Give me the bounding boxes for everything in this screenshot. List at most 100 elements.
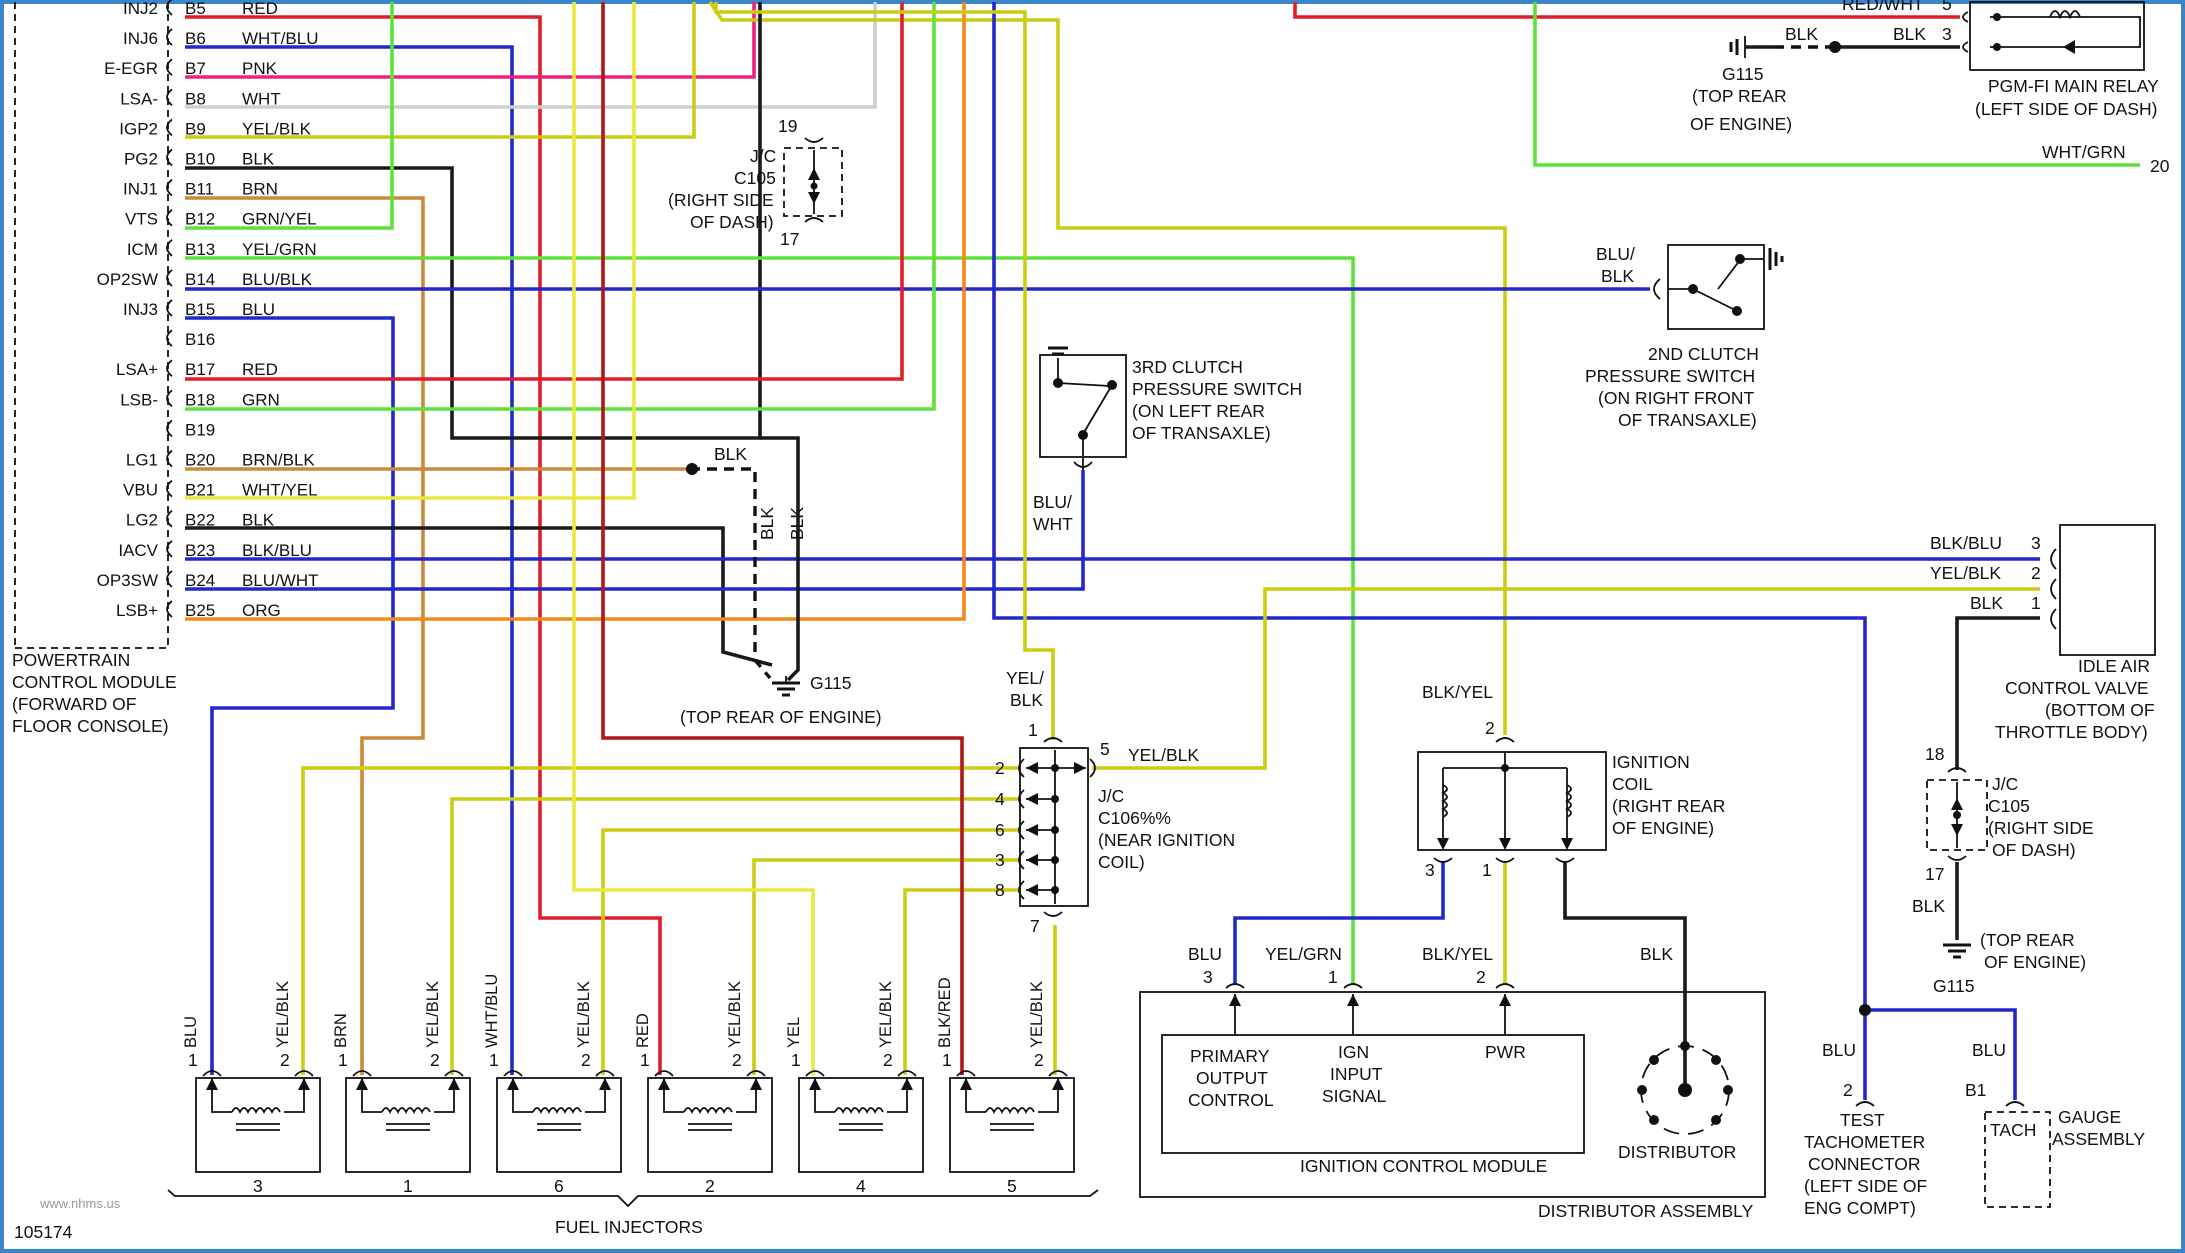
icm-terminal-label: INPUT <box>1330 1064 1383 1084</box>
wire-yel-blk-iacv <box>1092 587 2040 770</box>
watermark: www.nhms.us <box>39 1196 121 1211</box>
iacv-pin: 1 <box>2031 593 2041 613</box>
pcm-pin-connector <box>166 208 173 227</box>
pcm-pin-color: PNK <box>242 59 278 78</box>
icm-connectors <box>1225 983 1515 989</box>
wire-blk-red <box>601 2 964 1075</box>
pcm-pin-name: LG2 <box>126 511 158 530</box>
icm-box <box>1161 1034 1585 1154</box>
injector-pin2: 2 <box>1034 1050 1044 1070</box>
pcm-pin-connector <box>166 540 173 558</box>
injector-wire2: YEL/BLK <box>274 981 292 1048</box>
wire-yel-top-to-coil <box>708 1 1507 735</box>
injector-leads <box>512 1078 606 1113</box>
g115-bot-name: G115 <box>1933 976 1975 996</box>
icm-wire: BLK/YEL <box>1422 944 1493 964</box>
wire-b10-blk <box>185 2 762 440</box>
pcm-pin-color: GRN/YEL <box>242 210 317 229</box>
pcm-pin-connector <box>166 600 173 618</box>
wire-yel-to-jc <box>714 2 1055 740</box>
injector-connectors <box>202 1070 314 1077</box>
injector-pin1: 1 <box>791 1050 801 1070</box>
injector-group-brace <box>167 1189 1099 1208</box>
distributor-assembly-box <box>1139 991 1766 1198</box>
wire-jc-pin2 <box>301 766 1020 1075</box>
jc-c106-pin-connector <box>1018 820 1025 840</box>
icm-wire: YEL/GRN <box>1265 944 1342 964</box>
pcm-pin-name: PG2 <box>124 150 158 169</box>
injector-pin2: 2 <box>732 1050 742 1070</box>
injector-pin2: 2 <box>883 1050 893 1070</box>
g115-mid-wire-a: BLK <box>757 507 777 540</box>
wire-jc-pin3 <box>752 858 1020 1075</box>
splice-dot <box>1829 41 1841 53</box>
pcm-pin-name: LSA- <box>120 89 158 108</box>
pcm-pin-connector <box>166 389 173 408</box>
pcm-pin-name: LG1 <box>126 451 158 470</box>
icm-title: IGNITION CONTROL MODULE <box>1300 1156 1547 1176</box>
coil-top-wire: BLK/YEL <box>1422 682 1493 702</box>
pcm-pin-id: B10 <box>185 150 215 169</box>
coil-pin-mid: 1 <box>1482 860 1492 880</box>
pcm-pin-name: INJ6 <box>123 29 158 48</box>
injector-coil-icon <box>381 1107 431 1115</box>
gauge-label: ASSEMBLY <box>2052 1129 2145 1149</box>
relay-box <box>1969 1 2145 71</box>
jc-c105-bot-wire: BLK <box>1912 896 1945 916</box>
injector-pin2: 2 <box>581 1050 591 1070</box>
injector-wire1: YEL <box>785 1017 803 1048</box>
pcm-pin-connector <box>166 178 173 197</box>
injector-coil-icon <box>985 1107 1035 1115</box>
wire-blu-gauge <box>1865 1008 2017 1100</box>
injector-leads <box>814 1078 908 1113</box>
wire-b11-brn <box>185 196 425 1075</box>
clutch3-wire: BLU/ <box>1033 492 1072 512</box>
iacv-wire: BLK/BLU <box>1930 533 2002 553</box>
injector-wire2: YEL/BLK <box>877 981 895 1048</box>
injector-coil-icon <box>683 1107 733 1115</box>
coil-pin-left: 3 <box>1425 860 1435 880</box>
pcm-pin-row: B19 <box>166 419 215 439</box>
ground-icon <box>1768 248 1784 270</box>
pcm-pin-id: B13 <box>185 240 215 259</box>
pcm-pin-name: INJ1 <box>123 180 158 199</box>
relay-label: (LEFT SIDE OF DASH) <box>1975 99 2157 119</box>
icm-terminal-label: OUTPUT <box>1196 1068 1268 1088</box>
tach-label: TEST <box>1840 1110 1885 1130</box>
pcm-pin-name: INJ2 <box>123 0 158 18</box>
clutch2-label: PRESSURE SWITCH <box>1585 366 1755 386</box>
jc-c105-bot-pin17: 17 <box>1925 864 1944 884</box>
injector-pin2: 2 <box>430 1050 440 1070</box>
clutch3-switch: 3RD CLUTCH PRESSURE SWITCH (ON LEFT REAR… <box>1033 346 1302 534</box>
clutch3-wire: WHT <box>1033 514 1073 534</box>
pcm-pin-name: LSB+ <box>116 601 158 620</box>
jc-c106-arrow <box>1026 884 1038 896</box>
iacv-connectors <box>2050 548 2057 630</box>
injector-number: 5 <box>1007 1176 1017 1196</box>
pcm-pin-id: B7 <box>185 59 206 78</box>
ground-icon <box>1943 943 1971 959</box>
relay-label: PGM-FI MAIN RELAY <box>1988 76 2159 96</box>
pcm-pin-color: BLK <box>242 511 275 530</box>
injector-box <box>345 1077 471 1173</box>
jc-c105-top-label: C105 <box>734 168 776 188</box>
splice-dot <box>1859 1004 1871 1016</box>
g115-mid-wire-top: BLK <box>714 444 747 464</box>
coil-label: COIL <box>1612 774 1653 794</box>
clutch2-switch: BLU/ BLK 2ND CLUTCH PRESSURE SWITCH (ON … <box>1585 244 1784 430</box>
wire-g115-blk <box>760 436 800 682</box>
pcm-pin-name: E-EGR <box>104 59 158 78</box>
pcm-pin-name: INJ3 <box>123 300 158 319</box>
pcm-pin-color: BLU/BLK <box>242 270 313 289</box>
wire-jc-pin4 <box>450 797 1020 1075</box>
pcm-pin-id: B23 <box>185 541 215 560</box>
pcm-pin-connector <box>166 239 173 257</box>
black-wire-layer <box>690 45 2040 1090</box>
wire-yel-inj4 <box>572 2 815 1075</box>
